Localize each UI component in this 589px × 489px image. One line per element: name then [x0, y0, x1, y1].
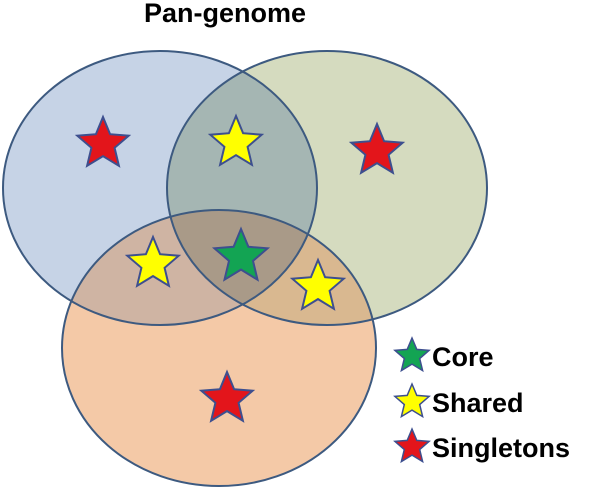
singleton-star-a	[74, 114, 132, 168]
legend: Core Shared Singletons	[393, 336, 570, 464]
legend-core-label: Core	[432, 342, 494, 372]
shared-star-ac	[124, 234, 182, 288]
core-star	[211, 226, 271, 282]
singleton-star-c	[198, 369, 256, 423]
shared-star-bc	[289, 257, 347, 311]
set-b-outline	[166, 50, 488, 326]
set-a-outline	[2, 50, 318, 326]
diagram-title: Pan-genome	[144, 0, 306, 28]
legend-singletons-star-icon	[393, 427, 431, 464]
legend-shared-label: Shared	[432, 388, 524, 418]
legend-singletons-label: Singletons	[432, 433, 570, 463]
set-c-outline	[61, 209, 377, 487]
legend-shared-star-icon	[393, 382, 431, 419]
shared-star-ab	[207, 113, 265, 167]
legend-core-star-icon	[393, 336, 431, 373]
singleton-star-b	[348, 121, 406, 175]
